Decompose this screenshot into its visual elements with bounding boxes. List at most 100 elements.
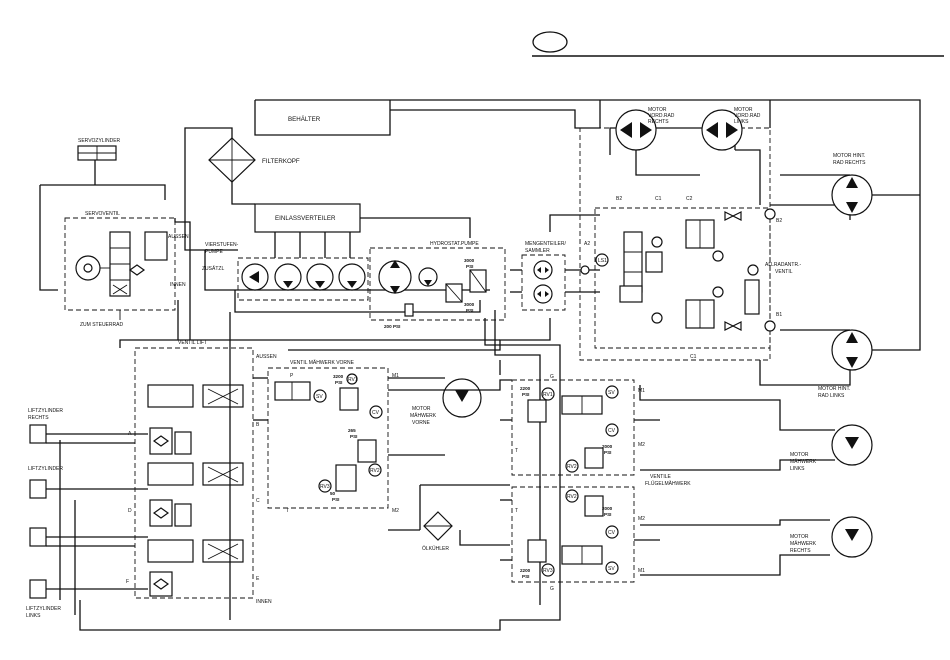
lift-inner-label: INNEN [256, 599, 272, 605]
motor-wing-right-label-2: MÄHWERK [790, 540, 817, 547]
motor-front-right-label-1: MOTOR [648, 107, 667, 113]
front-cv-tag: CV [372, 410, 380, 416]
lift-port-d: D [128, 508, 132, 514]
front-port-p: P [290, 373, 294, 379]
wing-psi-2200a-2: PSI [522, 392, 529, 397]
hydrostat-label: HYDROSTAT.PUMPE [430, 241, 479, 247]
motor-rear-right-label-2: RAD RECHTS [833, 160, 866, 166]
aux-label: ZUSÄTZL [202, 265, 224, 272]
wing-psi-2200b-2: PSI [522, 574, 529, 579]
front-port-m2: M2 [392, 508, 399, 514]
wing-sv-tag-lower: SV [608, 566, 615, 572]
wing-psi-2000b-1: 2000 [602, 506, 613, 511]
wing-psi-2000a-1: 2000 [602, 444, 613, 449]
awd-port-b2-right: B2 [776, 218, 782, 224]
front-motor-label-1: MOTOR [412, 406, 431, 412]
flow-divider-label-2: SAMMLER [525, 248, 550, 254]
front-mower-valve: VENTIL MÄHWERK VORNE SV 3200 PSI RV1 CV … [267, 359, 445, 514]
tank-label: BEHÄLTER [288, 116, 321, 123]
flow-divider: MENGENTEILER/ SAMMLER A2 [521, 241, 590, 311]
flow-divider-label-1: MENGENTEILER/ [525, 241, 566, 247]
port-a2: A2 [584, 241, 590, 247]
wing-port-t-lower: T [515, 508, 518, 514]
motor-front-left-label-3: LINKS [734, 119, 749, 125]
wing-psi-2000b-2: PSI [604, 512, 611, 517]
lift-cyl-right-label-2: RECHTS [28, 415, 49, 421]
front-wheel-motor-left: MOTOR VORD.RAD LINKS [701, 107, 761, 151]
motor-front-left-label-2: VORD.RAD [734, 113, 761, 119]
pump-label-2: PUMPE [205, 249, 223, 255]
lift-port-f: F [126, 579, 129, 585]
oil-cooler: ÖLKÜHLER [422, 511, 453, 552]
lift-cylinders: LIFTZYLINDER RECHTS LIFTZYLINDER LIFTZYL… [26, 408, 148, 619]
wing-port-m1: M1 [638, 388, 645, 394]
motor-wing-left-label-2: MÄHWERK [790, 458, 817, 465]
front-psi-3200-a: 3200 [333, 374, 344, 379]
wing-mower-motor-left: MOTOR MÄHWERK LINKS [790, 424, 873, 472]
rear-wheel-motor-left: MOTOR HINT. RAD LINKS [818, 329, 873, 399]
awd-port-c1-bottom: C1 [690, 354, 697, 360]
front-rv1-tag: RV1 [348, 377, 358, 383]
hydrostat-psi-1a: 3000 [464, 258, 475, 263]
awd-valve: ALLRADANTR.- VENTIL LS1 B2 C1 C2 B2 B1 C… [579, 127, 801, 361]
connecting-lines [59, 100, 921, 620]
lift-port-c: C [256, 498, 260, 504]
front-psi-3200-b: PSI [335, 380, 342, 385]
lift-valve-label: VENTIL LIFT [178, 340, 207, 346]
awd-port-c1: C1 [655, 196, 662, 202]
wing-port-m2-lower: M2 [638, 516, 645, 522]
wing-rv2-tag: RV2 [567, 464, 577, 470]
inlet-manifold: EINLASSVERTEILER [254, 203, 361, 258]
front-mower-motor: MOTOR MÄHWERK VORNE [410, 378, 482, 426]
filter-head: FILTERKOPF [208, 137, 300, 183]
lift-cyl-left-label-1: LIFTZYLINDER [26, 606, 61, 612]
wing-mower-motor-right: MOTOR MÄHWERK RECHTS [790, 516, 873, 558]
servo-outer-label: AUSSEN [168, 234, 189, 240]
four-stage-pump: VIERSTUFEN- PUMPE ZUSÄTZL [202, 242, 369, 301]
wing-valves-label-2: FLÜGELMÄHWERK [645, 480, 691, 487]
front-psi-265-a: 265 [348, 428, 356, 433]
pump-label-1: VIERSTUFEN- [205, 242, 239, 248]
awd-label-2: VENTIL [775, 269, 793, 275]
front-mower-valve-label: VENTIL MÄHWERK VORNE [290, 359, 355, 366]
motor-wing-right-label-1: MOTOR [790, 534, 809, 540]
lift-valve-block: VENTIL LIFT AUSSEN INNEN A D F B C E [126, 340, 277, 605]
front-motor-label-2: MÄHWERK [410, 412, 437, 419]
servo-valve-label: SERVOVENTIL [85, 211, 120, 217]
motor-wing-left-label-1: MOTOR [790, 452, 809, 458]
wing-port-m1-lower: M1 [638, 568, 645, 574]
lift-port-b: B [256, 422, 260, 428]
servo-inner-label: INNEN [170, 282, 186, 288]
oil-cooler-label: ÖLKÜHLER [422, 545, 449, 552]
awd-port-b1: B1 [776, 312, 782, 318]
wing-rv2-tag-lower: RV2 [567, 494, 577, 500]
front-psi-50-b: PSI [332, 497, 339, 502]
motor-front-right-label-2: VORD.RAD [648, 113, 675, 119]
wing-valves-label-1: VENTILE [650, 474, 672, 480]
motor-front-left-label-1: MOTOR [734, 107, 753, 113]
motor-rear-left-label-1: MOTOR HINT. [818, 386, 850, 392]
motor-front-right-label-3: RECHTS [648, 119, 669, 125]
wing-rv3-tag: RV3 [543, 568, 553, 574]
inlet-manifold-label: EINLASSVERTEILER [275, 215, 336, 222]
section-oval-badge [532, 31, 568, 53]
wing-psi-2200a-1: 2200 [520, 386, 531, 391]
front-rv3-tag: RV3 [320, 484, 330, 490]
wing-port-m2: M2 [638, 442, 645, 448]
front-port-t: T [286, 508, 289, 514]
charge-psi: 200 PSI [384, 324, 400, 329]
steering-wheel-label: ZUM STEUERRAD [80, 322, 123, 328]
wing-sv-tag: SV [608, 390, 615, 396]
awd-port-b2: B2 [616, 196, 622, 202]
hydrostat-psi-2a: 3000 [464, 302, 475, 307]
servo-valve: SERVOVENTIL AUSSEN INNEN ZUM STEUERRAD [64, 211, 189, 328]
wing-port-g: G [550, 374, 554, 380]
awd-label-1: ALLRADANTR.- [765, 262, 801, 268]
wing-mower-valves: VENTILE FLÜGELMÄHWERK 2200 PSI RV1 SV CV… [511, 374, 691, 592]
front-port-m1: M1 [392, 373, 399, 379]
wing-cv-tag-lower: CV [608, 530, 616, 536]
wing-port-g-lower: G [550, 586, 554, 592]
motor-wing-right-label-3: RECHTS [790, 548, 811, 554]
wing-rv1-tag: RV1 [543, 392, 553, 398]
hydrostat-psi-2b: PSI [466, 308, 473, 313]
